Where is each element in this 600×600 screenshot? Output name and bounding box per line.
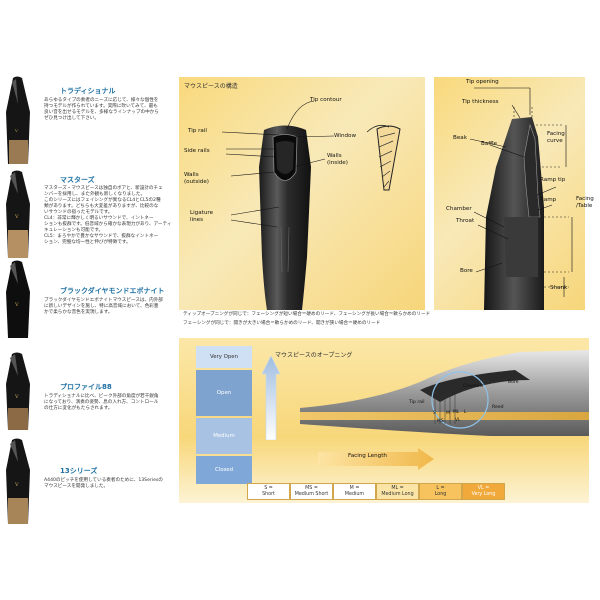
label-ramp-tip: Ramp tip: [540, 177, 566, 183]
label-tip-rail: Tip rail: [188, 128, 207, 134]
scale-medium: Medium: [196, 418, 252, 454]
product-title: トラディショナル: [60, 87, 116, 95]
mouthpiece-profile88-image: V: [6, 352, 30, 430]
mouthpiece-13series-image: V: [6, 438, 30, 524]
label-reed-opening: Reed: [492, 405, 504, 410]
mouthpiece-opening-diagram: [300, 350, 589, 436]
structure-note-2: フェーシングが同じで：開きが大きい場合＝軟らかめのリード、開きが狭い場合＝硬めの…: [183, 321, 381, 326]
label-beak: Beak: [453, 135, 467, 141]
length-very-long: VL =Very Long: [462, 483, 505, 500]
label-chamber: Chamber: [446, 206, 472, 212]
product-description: トラディショナルに比べ、ビーク外部の角度が若干鋭角になっており、演奏の姿勢、息の…: [44, 394, 159, 411]
label-bore-opening: Bore: [508, 380, 519, 385]
mouthpiece-masters-image: V: [6, 170, 30, 258]
mouthpiece-front-view: [221, 100, 401, 310]
label-chamber-opening: Chamber: [463, 384, 485, 389]
length-medium-long: ML =Medium Long: [376, 483, 419, 500]
label-throat: Throat: [456, 218, 475, 224]
length-long: L =Long: [419, 483, 462, 500]
length-medium: M =Medium: [333, 483, 376, 500]
label-baffle: Baffle: [481, 141, 498, 147]
product-description: ブラックダイヤモンドエボナイトマウスピースは、内外部に新しいデザインを施し、特に…: [44, 298, 163, 315]
opening-title: マウスピースのオープニング: [275, 352, 353, 359]
label-l: L: [464, 410, 467, 415]
length-short: S =Short: [247, 483, 290, 500]
mouthpiece-traditional-image: V: [6, 76, 30, 164]
label-s: S: [433, 411, 436, 416]
label-tip-opening: Tip opening: [466, 79, 499, 85]
product-title: ブラックダイヤモンドエボナイト: [60, 287, 165, 295]
product-description: A440のピッチを使用している奏者のために、13Seriesのマウスピースを開発…: [44, 478, 163, 489]
product-title: 13シリーズ: [60, 467, 98, 475]
svg-text:V: V: [14, 214, 19, 220]
facing-length-arrow: [318, 448, 434, 470]
scale-very-open: Very Open: [196, 346, 252, 368]
label-m: M: [446, 411, 450, 416]
label-walls-inside: Walls(inside): [327, 153, 348, 166]
svg-text:V: V: [14, 482, 19, 488]
scale-closed: Closed: [196, 456, 252, 484]
product-title: マスターズ: [60, 176, 95, 184]
opening-arrow: [262, 356, 280, 440]
structure-title: マウスピースの構造: [184, 83, 238, 90]
label-tip-thickness: Tip thickness: [462, 99, 499, 105]
svg-text:V: V: [14, 302, 19, 308]
svg-text:V: V: [14, 394, 19, 400]
facing-length-label: Facing Length: [348, 453, 387, 459]
label-walls-outside: Walls(outside): [184, 172, 209, 185]
product-description: あらゆるタイプの奏者のニーズに応じて、様々な個性を持つモデルが作られています。実…: [44, 98, 159, 121]
label-bore: Bore: [460, 268, 473, 274]
label-vl: VL: [455, 418, 461, 423]
label-window: Window: [334, 133, 357, 139]
label-facing-table: Facing/Table: [576, 196, 594, 209]
structure-note-1: ティップオープニングが同じで：フェーシングが短い場合＝硬めのリード、フェーシング…: [183, 312, 431, 317]
label-shank: Shank: [550, 285, 568, 291]
length-medium-short: MS =Medium Short: [290, 483, 333, 500]
label-ml: ML: [453, 410, 460, 415]
mouthpiece-black-diamond-image: V: [6, 260, 30, 338]
label-ms: MS: [437, 419, 444, 424]
scale-open: Open: [196, 370, 252, 416]
label-tip-rail-opening: Tip rail: [409, 400, 425, 405]
label-side-rails: Side rails: [184, 148, 210, 154]
svg-text:V: V: [14, 128, 18, 133]
label-tip-contour: Tip contour: [310, 97, 342, 103]
product-title: プロファイル88: [60, 383, 112, 391]
mouthpiece-side-section: [469, 87, 573, 310]
label-ramp: Ramp: [540, 197, 557, 203]
product-description: マスターズ・マウスピースは独自のボアと、新設計のチェンバーを採用し、また外観も新…: [44, 186, 172, 245]
